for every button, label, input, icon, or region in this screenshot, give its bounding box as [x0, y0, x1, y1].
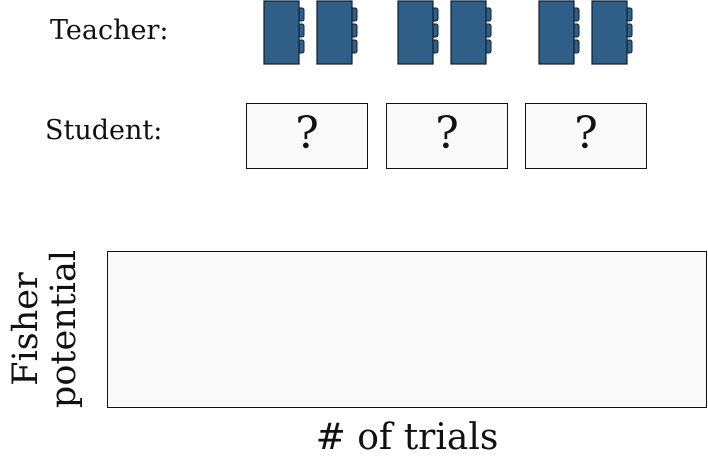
lego-brick-icon	[397, 0, 439, 65]
x-axis-label: # of trials	[315, 417, 499, 458]
teacher-label: Teacher:	[50, 15, 169, 46]
teacher-brick-group-2	[397, 0, 525, 66]
question-mark: ?	[435, 108, 459, 159]
lego-brick-pair-icon	[397, 0, 492, 65]
student-answer-box-2: ?	[386, 103, 508, 169]
lego-brick-icon	[263, 0, 305, 65]
student-label: Student:	[45, 115, 163, 146]
fisher-potential-plot-area	[107, 251, 707, 408]
y-axis-label-line-1: Fisher	[6, 272, 47, 386]
lego-brick-icon	[450, 0, 492, 65]
teacher-brick-group-3	[538, 0, 666, 66]
y-axis-label-line-2: potential	[44, 249, 84, 409]
lego-brick-icon	[316, 0, 358, 65]
lego-brick-icon	[591, 0, 633, 65]
student-answer-box-3: ?	[525, 103, 647, 169]
lego-brick-icon	[538, 0, 580, 65]
student-answer-box-1: ?	[246, 103, 368, 169]
question-mark: ?	[295, 108, 319, 159]
lego-brick-pair-icon	[538, 0, 633, 65]
teacher-brick-group-1	[263, 0, 391, 66]
lego-brick-pair-icon	[263, 0, 358, 65]
question-mark: ?	[574, 108, 598, 159]
y-axis-label: Fisher potential	[0, 249, 92, 409]
